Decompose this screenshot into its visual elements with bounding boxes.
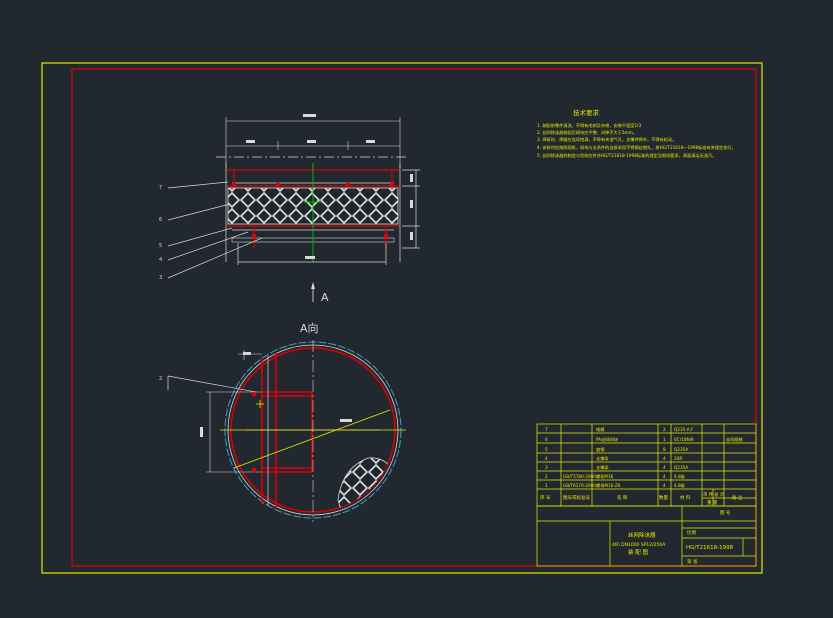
bom-cell-name: 扁钢 xyxy=(596,446,604,453)
bom-cell-name: 支撑梁 xyxy=(596,464,609,471)
bom-cell-no: 6 xyxy=(545,437,548,442)
dim-overall xyxy=(303,114,316,117)
bom-cell-name: 格栅 xyxy=(596,426,604,433)
bom-header-qty: 数量 xyxy=(659,494,668,501)
bom-cell-name: 螺母M16-Z6 xyxy=(596,482,621,489)
bom-header-material: 材 料 xyxy=(680,494,691,501)
bom-cell-qty: 1 xyxy=(663,437,666,442)
front-section-view: 7 6 5 4 3 A xyxy=(159,114,420,304)
title-sheet-label: 第 张 xyxy=(687,558,698,565)
balloon-6: 6 xyxy=(159,217,162,223)
bom-cell-no: 4 xyxy=(545,456,548,461)
outer-frame xyxy=(41,62,763,574)
bom-header-weight: 重 量 xyxy=(707,499,718,506)
bom-cell-qty: 4 xyxy=(663,465,666,470)
section-title: A向 xyxy=(300,321,319,335)
bom-header-no: 序 号 xyxy=(540,494,551,501)
bom-cell-qty: 4 xyxy=(663,474,666,479)
note-line-4: 4. 安装时应按照图纸，网块与支承件的连接采用不锈钢丝捆扎，按HG/T21618… xyxy=(537,144,736,151)
bom-cell-material: 0Cr18Ni9 xyxy=(674,437,694,442)
direction-arrow-label: A xyxy=(321,291,329,304)
note-line-5: 5. 丝网除沫器的制造与验收应符合HG/T21618-1998标准的规定及图纸要… xyxy=(537,152,716,159)
bom-cell-no: 7 xyxy=(545,427,548,432)
title-scale-label: 比例 xyxy=(687,529,696,536)
bom-cell-no: 5 xyxy=(545,447,548,452)
balloon-4: 4 xyxy=(159,257,162,263)
balloon-3: 3 xyxy=(159,275,162,281)
bom-cell-no: 3 xyxy=(545,465,548,470)
bom-cell-material: 4.8级 xyxy=(674,473,686,480)
bom-cell-qty: 4 xyxy=(663,483,666,488)
notes-title: 技术要求 xyxy=(573,108,600,117)
bom-header-total: 总 计 xyxy=(714,491,725,498)
bom-cell-code: GB/T5780-2000 xyxy=(563,474,596,479)
title-drawing-type: 装 配 图 xyxy=(628,548,648,556)
technical-notes: 技术要求 1. 装配前零件清洗，不得有毛刺及杂物，安装平面度1/3 2. 丝网除… xyxy=(537,108,736,159)
bom-cell-no: 2 xyxy=(545,474,548,479)
balloon-2: 2 xyxy=(159,376,162,382)
bom-cell-no: 1 xyxy=(545,483,548,488)
bom-cell-name: PA丝网网块 xyxy=(596,436,619,443)
bom-cell-qty: 2 xyxy=(663,427,666,432)
dim-left xyxy=(246,140,255,143)
bom-cell-material: 20R xyxy=(674,456,682,461)
bom-cell-qty: 8 xyxy=(663,447,666,452)
bom-cell-material: Q235-A.F xyxy=(674,427,694,432)
bom-cell-material: 4.8级 xyxy=(674,482,686,489)
bom-cell-material: Q235A xyxy=(674,465,688,470)
title-name: 丝网除沫器 xyxy=(628,531,656,539)
bom-cell-note: 丝网规格 xyxy=(726,436,744,443)
note-line-1: 1. 装配前零件清洗，不得有毛刺及杂物，安装平面度1/3 xyxy=(537,122,642,129)
bom-header-unit: 单 件 xyxy=(703,491,714,498)
bom-cell-name: 支撑条 xyxy=(596,455,609,462)
plan-view: A向 xyxy=(159,321,406,522)
bom-cell-material: Q235A xyxy=(674,447,688,452)
title-drawing-no-label: 图 号 xyxy=(720,510,731,516)
bom-cell-qty: 4 xyxy=(663,456,666,461)
title-standard: HG/T21618-1998 xyxy=(686,545,734,551)
bom-header-note: 备 注 xyxy=(732,494,743,501)
title-spec: 4B) DN1000 SP12/250A xyxy=(612,542,666,548)
title-block: 丝网除沫器 4B) DN1000 SP12/250A 装 配 图 比例 图 号 … xyxy=(536,505,757,567)
dim-right xyxy=(366,140,375,143)
bom-cell-name: 螺栓M16 xyxy=(596,473,614,480)
bom-cell-code: GB/T6170-2000 xyxy=(563,483,596,488)
note-line-3: 3. 焊接时，焊缝应连续饱满，不得有夹渣气孔，支撑件焊牢，不得有松动。 xyxy=(537,136,676,143)
inner-frame xyxy=(71,68,757,567)
bom-header-code: 图号或标准号 xyxy=(563,494,590,501)
bom-header-name: 名 称 xyxy=(617,494,628,501)
dim-middle xyxy=(307,140,316,143)
note-line-2: 2. 丝网除沫器装配后网块应平整，间隙不大于5mm。 xyxy=(537,129,637,136)
balloon-5: 5 xyxy=(159,243,162,249)
balloon-7: 7 xyxy=(159,185,162,191)
